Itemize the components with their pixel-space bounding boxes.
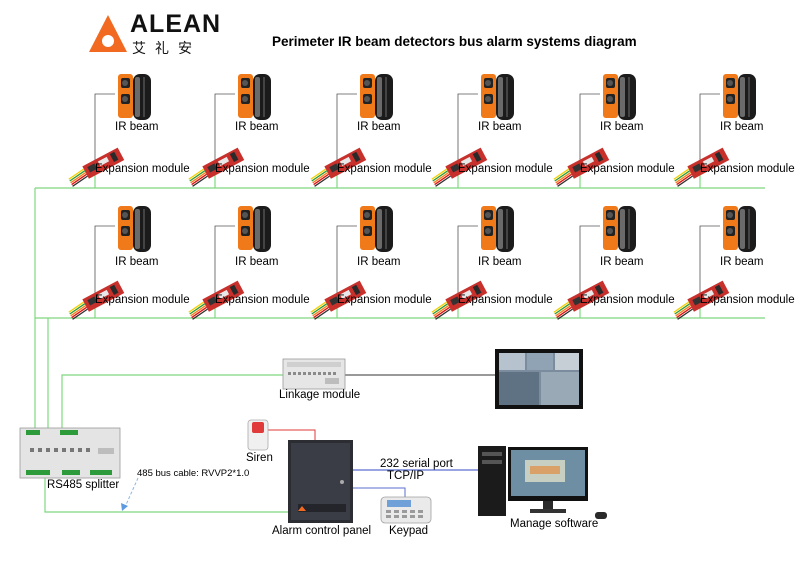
beam-wire: [579, 93, 600, 171]
beam-wire: [94, 93, 115, 171]
expansion-module-board-icon: [553, 280, 610, 320]
expansion-module-label: Expansion module: [458, 294, 553, 306]
alarm-control-panel-label: Alarm control panel: [272, 525, 372, 537]
ir-beam-detector-icon: [360, 74, 393, 120]
cable-pointer: [124, 477, 139, 508]
ir-beam-detector-icon: [238, 74, 271, 120]
beam-wire: [336, 225, 357, 304]
expansion-module-board-icon: [188, 280, 245, 320]
ir-beam-detector-icon: [723, 206, 756, 252]
ir-beam-label: IR beam: [600, 121, 644, 133]
ir-beam-detector-icon: [238, 206, 271, 252]
ir-beam-label: IR beam: [478, 256, 522, 268]
beam-wire: [336, 93, 357, 171]
ir-beam-label: IR beam: [115, 121, 159, 133]
ir-beam-detector-icon: [118, 74, 151, 120]
expansion-module-label: Expansion module: [215, 294, 310, 306]
expansion-module-label: Expansion module: [700, 163, 795, 175]
tcpip-label: TCP/IP: [387, 470, 425, 482]
cable-pointer-arrowhead: [121, 503, 128, 511]
manage-software-label: Manage software: [510, 518, 599, 530]
keypad-label: Keypad: [389, 525, 429, 537]
beam-wire: [699, 93, 720, 171]
beam-wire: [457, 225, 478, 304]
ir-beam-detector-icon: [603, 74, 636, 120]
ir-beam-label: IR beam: [357, 121, 401, 133]
linkage-module-icon: [282, 358, 346, 390]
ir-beam-detector-icon: [603, 206, 636, 252]
beam-wire: [214, 93, 235, 171]
ir-beam-detector-icon: [360, 206, 393, 252]
keypad-wire: [352, 487, 406, 500]
bus-cable-label: 485 bus cable: RVVP2*1.0: [137, 468, 250, 479]
expansion-module-board-icon: [431, 280, 488, 320]
siren-icon: [247, 419, 269, 451]
ir-beam-label: IR beam: [357, 256, 401, 268]
expansion-module-board-icon: [431, 147, 488, 187]
ir-beam-label: IR beam: [235, 121, 279, 133]
logo-mark-icon: [89, 15, 127, 52]
beam-wire: [214, 225, 235, 304]
keypad-icon: [380, 496, 432, 524]
expansion-module-label: Expansion module: [337, 294, 432, 306]
expansion-module-board-icon: [68, 280, 125, 320]
expansion-module-board-icon: [553, 147, 610, 187]
expansion-module-board-icon: [68, 147, 125, 187]
management-pc-icon: [478, 446, 607, 519]
brand-name: ALEAN: [130, 10, 222, 38]
ir-beam-detector-icon: [481, 206, 514, 252]
ir-beam-detector-icon: [118, 206, 151, 252]
panel-bus-line: [44, 470, 290, 513]
ir-beam-label: IR beam: [720, 256, 764, 268]
beam-wire: [94, 225, 115, 304]
diagram-title: Perimeter IR beam detectors bus alarm sy…: [272, 34, 637, 49]
surveillance-monitor-icon: [495, 349, 583, 409]
linkage-bus-line: [61, 374, 285, 430]
expansion-module-label: Expansion module: [458, 163, 553, 175]
expansion-module-label: Expansion module: [95, 163, 190, 175]
expansion-module-board-icon: [310, 280, 367, 320]
expansion-module-label: Expansion module: [337, 163, 432, 175]
expansion-module-board-icon: [673, 280, 730, 320]
alean-logo: [88, 14, 128, 54]
expansion-module-board-icon: [188, 147, 245, 187]
ir-beam-label: IR beam: [115, 256, 159, 268]
beam-wire: [457, 93, 478, 171]
expansion-module-label: Expansion module: [580, 163, 675, 175]
ir-beam-label: IR beam: [235, 256, 279, 268]
ir-beam-label: IR beam: [720, 121, 764, 133]
siren-label: Siren: [246, 452, 273, 464]
rs485-splitter-icon: [19, 427, 121, 479]
expansion-module-label: Expansion module: [215, 163, 310, 175]
ir-beam-label: IR beam: [600, 256, 644, 268]
alarm-control-panel-icon: [288, 440, 353, 523]
expansion-module-board-icon: [673, 147, 730, 187]
rs485-splitter-label: RS485 splitter: [47, 479, 120, 491]
expansion-module-label: Expansion module: [580, 294, 675, 306]
expansion-module-label: Expansion module: [700, 294, 795, 306]
beam-wire: [579, 225, 600, 304]
linkage-module-label: Linkage module: [279, 389, 361, 401]
serial-port-label: 232 serial port: [380, 458, 453, 470]
ir-beam-label: IR beam: [478, 121, 522, 133]
expansion-module-label: Expansion module: [95, 294, 190, 306]
ir-beam-detector-icon: [723, 74, 756, 120]
brand-name-cn: 艾礼安: [132, 41, 201, 57]
ir-beam-detector-icon: [481, 74, 514, 120]
beam-wire: [699, 225, 720, 304]
expansion-module-board-icon: [310, 147, 367, 187]
